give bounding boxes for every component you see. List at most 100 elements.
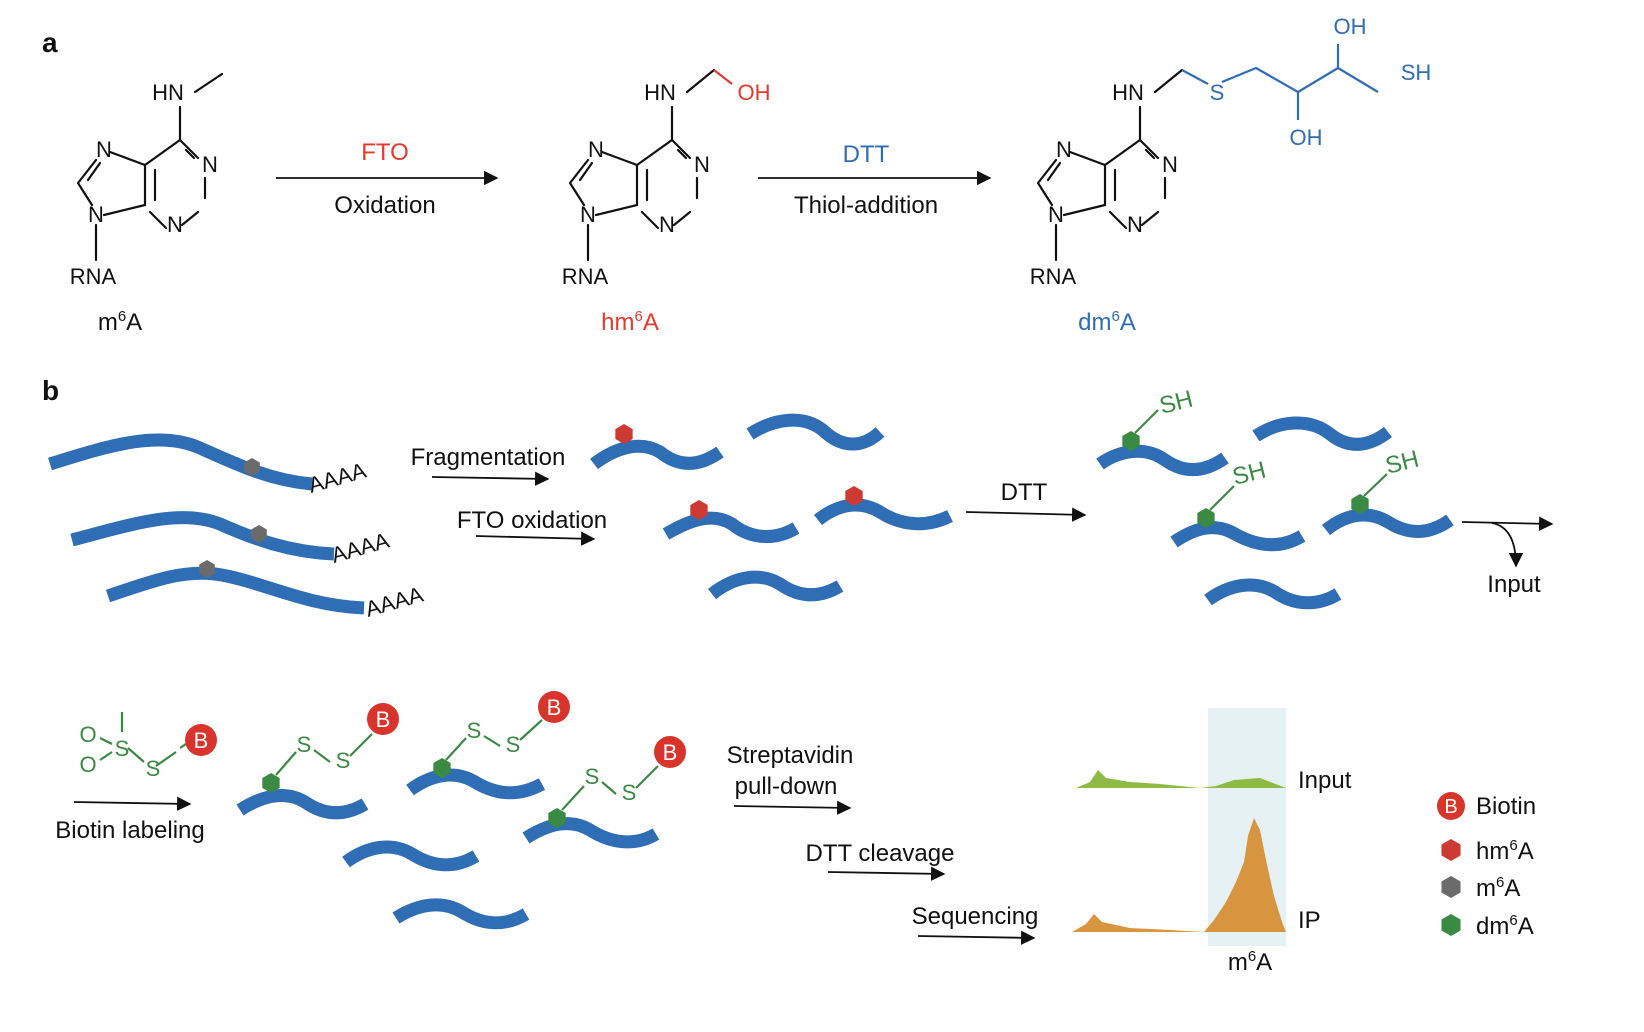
hm6a-hn-label: HN [644, 80, 676, 105]
ip-coverage-track [1072, 818, 1286, 932]
fragmentation-label: Fragmentation [411, 444, 566, 471]
hm6a-n1-label: N [694, 152, 710, 177]
hm6a-n7-label: N [588, 137, 604, 162]
fragmentation-arrow [431, 471, 550, 486]
oxidation-label: Oxidation [334, 192, 435, 219]
m6a-n1-label: N [202, 152, 218, 177]
track-ip-label: IP [1298, 907, 1321, 934]
peak-m6a-label: m6A [1228, 948, 1272, 976]
dm6a-sh-label: SH [1401, 60, 1432, 85]
mrna-strand [48, 433, 313, 491]
biotin-reagent: O O S S B [79, 712, 217, 781]
sh-label: SH [1157, 386, 1196, 420]
mrna-strand [70, 511, 335, 561]
mrna-strand [105, 566, 365, 615]
thiol-linker [1209, 485, 1235, 511]
sh-label: SH [1383, 446, 1422, 480]
sequencing-arrow [917, 930, 1036, 945]
rna-fragment [1096, 444, 1229, 477]
hm6a-n9-label: N [580, 202, 596, 227]
rna-fragment [392, 898, 530, 930]
rna-fragment [813, 498, 953, 531]
m6a-n9-label: N [88, 202, 104, 227]
reagent-o-label: O [79, 752, 96, 777]
dm6a-n3-label: N [1127, 212, 1143, 237]
biotinylated-fragment: S S B [406, 691, 570, 800]
legend-biotin-icon [1437, 792, 1465, 820]
fto-label: FTO [361, 139, 409, 166]
reagent-s-label: S [146, 756, 161, 781]
molecule-dm6a: HN S OH OH SH N N N N RNA dm6A [1030, 14, 1432, 336]
disulfide-s-label: S [622, 780, 637, 805]
legend-dm6a-label: dm6A [1476, 912, 1534, 940]
dm6a-s-label: S [1210, 80, 1225, 105]
hm6a-name: hm6A [601, 308, 659, 336]
track-input-label: Input [1298, 767, 1352, 794]
m6a-hn-label: HN [152, 80, 184, 105]
m6a-rna-label: RNA [70, 264, 117, 289]
legend-hm6a-label: hm6A [1476, 837, 1534, 865]
biotinylated-fragment: S S B [236, 703, 399, 820]
input-branch-arrow [1491, 522, 1524, 568]
dm6a-rna-label: RNA [1030, 264, 1077, 289]
biotin-labeling-label: Biotin labeling [55, 817, 204, 844]
legend-m6a-label: m6A [1476, 874, 1520, 902]
dm6a-oh-bottom-label: OH [1290, 125, 1323, 150]
reagent-s-label: S [115, 736, 130, 761]
legend-biotin-letter: B [1444, 796, 1457, 818]
polya-tail: AAAA [328, 528, 392, 568]
dm6a-n1-label: N [1162, 152, 1178, 177]
m6a-n7-label: N [96, 137, 112, 162]
sh-label: SH [1230, 457, 1269, 491]
biotin-letter: B [663, 740, 678, 765]
polya-tail: AAAA [305, 458, 369, 498]
pulldown-arrow [733, 800, 852, 815]
continue-arrow [1461, 516, 1554, 531]
rna-fragment [746, 413, 885, 451]
fto-oxidation-arrow [475, 531, 596, 546]
rna-fragment [590, 439, 724, 470]
reagent-o-label: O [79, 722, 96, 747]
dtt-cleavage-label: DTT cleavage [806, 840, 955, 867]
dm6a-n9-label: N [1048, 202, 1064, 227]
legend: B Biotin hm6A m6A dm6A [1437, 792, 1536, 940]
legend-dm6a-icon [1441, 914, 1460, 936]
molecule-hm6a: HN OH N N N N RNA hm6A [562, 68, 771, 336]
hm6a-oh-label: OH [738, 80, 771, 105]
biotin-labeling-arrow [73, 796, 192, 811]
biotin-letter: B [376, 707, 391, 732]
rna-fragment [1170, 521, 1306, 552]
hm6a-rna-label: RNA [562, 264, 609, 289]
rna-fragment [1204, 578, 1342, 610]
m6a-name: m6A [98, 308, 142, 336]
dtt-arrow [965, 507, 1087, 522]
biotin-letter: B [547, 695, 562, 720]
legend-m6a-icon [1441, 876, 1460, 898]
biotin-letter: B [194, 728, 209, 753]
rna-fragment [707, 570, 844, 602]
rna-fragment [1321, 508, 1454, 539]
sequencing-label: Sequencing [912, 903, 1039, 930]
dm6a-name: dm6A [1078, 308, 1136, 336]
legend-hm6a-icon [1441, 839, 1460, 861]
rna-fragment [342, 840, 480, 872]
input-branch-label: Input [1487, 571, 1541, 598]
m6a-n3-label: N [167, 212, 183, 237]
fto-oxidation-label: FTO oxidation [457, 507, 607, 534]
biotinylated-fragment: S S B [522, 736, 686, 849]
biotin-circle-icon [367, 703, 399, 735]
dm6a-hn-label: HN [1112, 80, 1144, 105]
molecule-m6a: HN N N N N RNA m6A [70, 72, 224, 336]
disulfide-s-label: S [297, 732, 312, 757]
streptavidin-label: Streptavidin [727, 742, 854, 769]
disulfide-s-label: S [336, 748, 351, 773]
thiol-linker [1134, 409, 1159, 434]
dtt-cleavage-arrow [827, 866, 946, 881]
panel-a-label: a [42, 27, 58, 58]
panel-b-label: b [42, 375, 59, 406]
biotin-circle-icon [538, 691, 570, 723]
thiol-addition-label: Thiol-addition [794, 192, 938, 219]
disulfide-s-label: S [506, 732, 521, 757]
legend-biotin-label: Biotin [1476, 793, 1536, 820]
